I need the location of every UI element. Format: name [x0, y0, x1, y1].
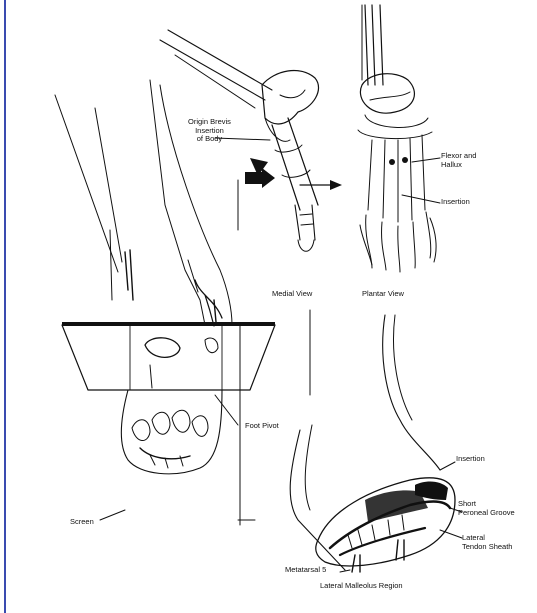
- label-metatarsal-5: Metatarsal 5: [285, 566, 326, 575]
- lateral-foot-view: [290, 310, 462, 572]
- label-short-peroneal: Short Peroneal Groove: [458, 500, 515, 517]
- label-lateral-tendon-sheath: Lateral Tendon Sheath: [462, 534, 512, 551]
- label-plantar-view: Plantar View: [362, 290, 404, 299]
- label-short-peroneal-line2: Peroneal Groove: [458, 509, 515, 518]
- label-flexor-hallux: Flexor and Hallux: [441, 152, 476, 169]
- label-lateral-malleolus: Lateral Malleolus Region: [320, 582, 403, 591]
- label-flexor-hallux-line2: Hallux: [441, 161, 476, 170]
- label-medial-view: Medial View: [272, 290, 312, 299]
- label-origin-brevis: Origin Brevis Insertion of Body: [188, 118, 231, 144]
- label-insertion-lower: Insertion: [456, 455, 485, 464]
- plantar-view-skeleton: [358, 5, 440, 272]
- label-foot-pivot: Foot Pivot: [245, 422, 279, 431]
- label-origin-brevis-line3: of Body: [188, 135, 231, 144]
- label-lateral-tendon-sheath-line2: Tendon Sheath: [462, 543, 512, 552]
- label-screen: Screen: [70, 518, 94, 527]
- leg-in-stand: [55, 80, 275, 525]
- label-insertion-upper: Insertion: [441, 198, 470, 207]
